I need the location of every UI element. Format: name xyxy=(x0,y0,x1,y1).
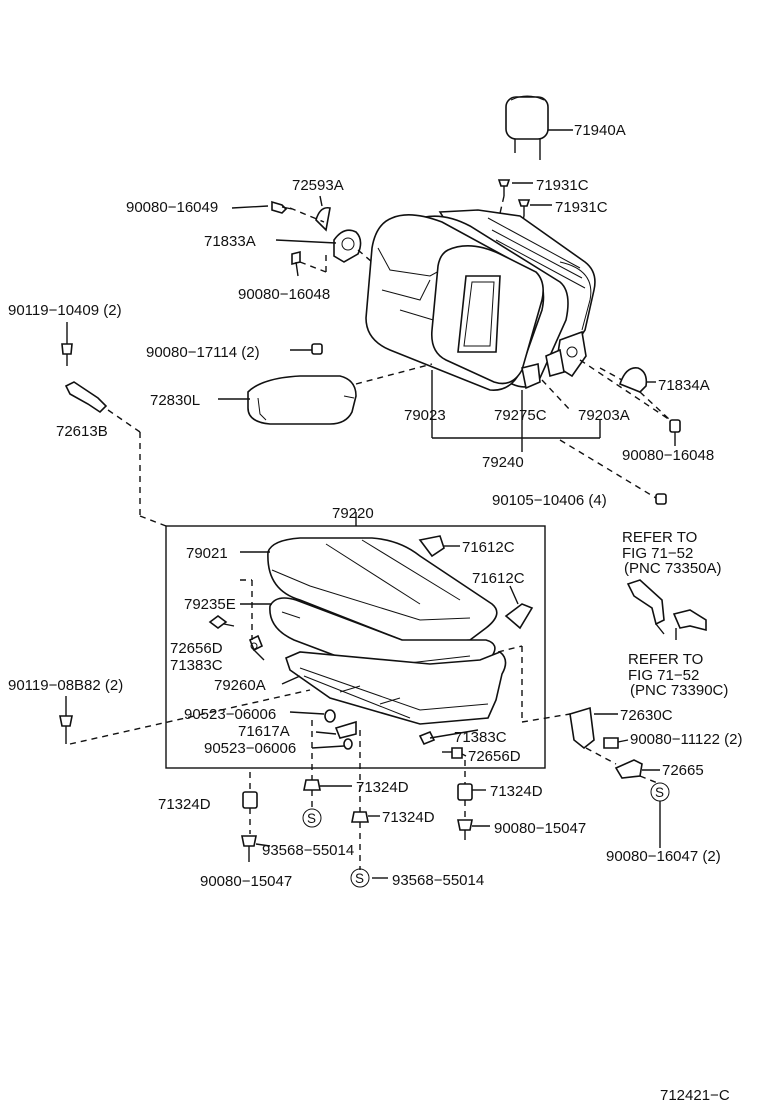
label-93568-55014-2: 93568−55014 xyxy=(392,872,484,889)
label-71612C-2: 71612C xyxy=(472,570,525,587)
label-71383C-1: 71383C xyxy=(170,657,223,674)
label-72830L: 72830L xyxy=(150,392,200,409)
svg-text:(PNC 73350A): (PNC 73350A) xyxy=(624,560,722,577)
left-bracket-drawing xyxy=(61,322,167,527)
label-90080-16048-b: 90080−16048 xyxy=(622,447,714,464)
label-71833A: 71833A xyxy=(204,233,256,250)
label-90080-11122: 90080−11122 (2) xyxy=(630,731,742,748)
label-71324D-3: 71324D xyxy=(382,809,435,826)
label-71324D-2: 71324D xyxy=(356,779,409,796)
s-marker-2: S xyxy=(355,871,364,886)
label-79240: 79240 xyxy=(482,454,524,471)
label-90080-16048-a: 90080−16048 xyxy=(238,286,330,303)
reference-part-2 xyxy=(672,609,707,640)
s-marker-3: S xyxy=(655,785,664,800)
label-72613B: 72613B xyxy=(56,423,108,440)
armrest-drawing xyxy=(218,343,433,425)
label-71834A: 71834A xyxy=(658,377,710,394)
label-79275C: 79275C xyxy=(494,407,547,424)
label-71612C-1: 71612C xyxy=(462,539,515,556)
s-marker-1: S xyxy=(307,811,316,826)
seatback-label-bracket xyxy=(431,370,601,452)
label-71931C-1: 71931C xyxy=(536,177,589,194)
label-79260A: 79260A xyxy=(214,677,266,694)
svg-text:FIG 71−52: FIG 71−52 xyxy=(628,667,699,684)
label-72593A: 72593A xyxy=(292,177,344,194)
label-71324D-4: 71324D xyxy=(490,783,543,800)
left-hinge-drawing xyxy=(231,195,373,277)
svg-text:REFER TO: REFER TO xyxy=(622,529,697,546)
label-72656D-2: 72656D xyxy=(468,748,521,765)
label-90523-06006-1: 90523−06006 xyxy=(184,706,276,723)
reference-part-1 xyxy=(626,579,665,635)
seatback-drawing xyxy=(365,209,671,421)
svg-text:FIG 71−52: FIG 71−52 xyxy=(622,545,693,562)
label-79220: 79220 xyxy=(332,505,374,522)
label-90080-17114: 90080−17114 (2) xyxy=(146,344,260,361)
label-93568-55014-1: 93568−55014 xyxy=(262,842,354,859)
label-90523-06006-2: 90523−06006 xyxy=(204,740,296,757)
seat-cushion-drawing xyxy=(208,535,571,759)
label-72630C: 72630C xyxy=(620,707,673,724)
refer-to-block-2: REFER TO FIG 71−52 (PNC 73390C) xyxy=(628,651,728,699)
refer-to-block-1: REFER TO FIG 71−52 (PNC 73350A) xyxy=(622,529,722,577)
label-71931C-2: 71931C xyxy=(555,199,608,216)
svg-text:(PNC 73390C): (PNC 73390C) xyxy=(630,682,728,699)
label-79203A: 79203A xyxy=(578,407,630,424)
label-71940A: 71940A xyxy=(574,122,626,139)
label-72656D-1: 72656D xyxy=(170,640,223,657)
headrest-drawing xyxy=(505,95,573,160)
label-90119-10409: 90119−10409 (2) xyxy=(8,302,122,319)
label-79023: 79023 xyxy=(404,407,446,424)
label-90105-10406: 90105−10406 (4) xyxy=(492,492,607,509)
label-72665: 72665 xyxy=(662,762,704,779)
svg-text:REFER TO: REFER TO xyxy=(628,651,703,668)
label-79021: 79021 xyxy=(186,545,228,562)
label-71324D-1: 71324D xyxy=(158,796,211,813)
label-90080-15047-1: 90080−15047 xyxy=(200,873,292,890)
figure-id: 712421−C xyxy=(660,1087,730,1104)
right-hinge-cover-drawing xyxy=(599,367,681,446)
label-79235E: 79235E xyxy=(184,596,236,613)
lower-fasteners-drawing xyxy=(59,439,670,888)
label-90080-16049: 90080−16049 xyxy=(126,199,218,216)
label-90080-16047: 90080−16047 (2) xyxy=(606,848,721,865)
label-71383C-2: 71383C xyxy=(454,729,507,746)
label-71617A: 71617A xyxy=(238,723,290,740)
label-90080-15047-2: 90080−15047 xyxy=(494,820,586,837)
label-90119-08B82: 90119−08B82 (2) xyxy=(8,677,123,694)
